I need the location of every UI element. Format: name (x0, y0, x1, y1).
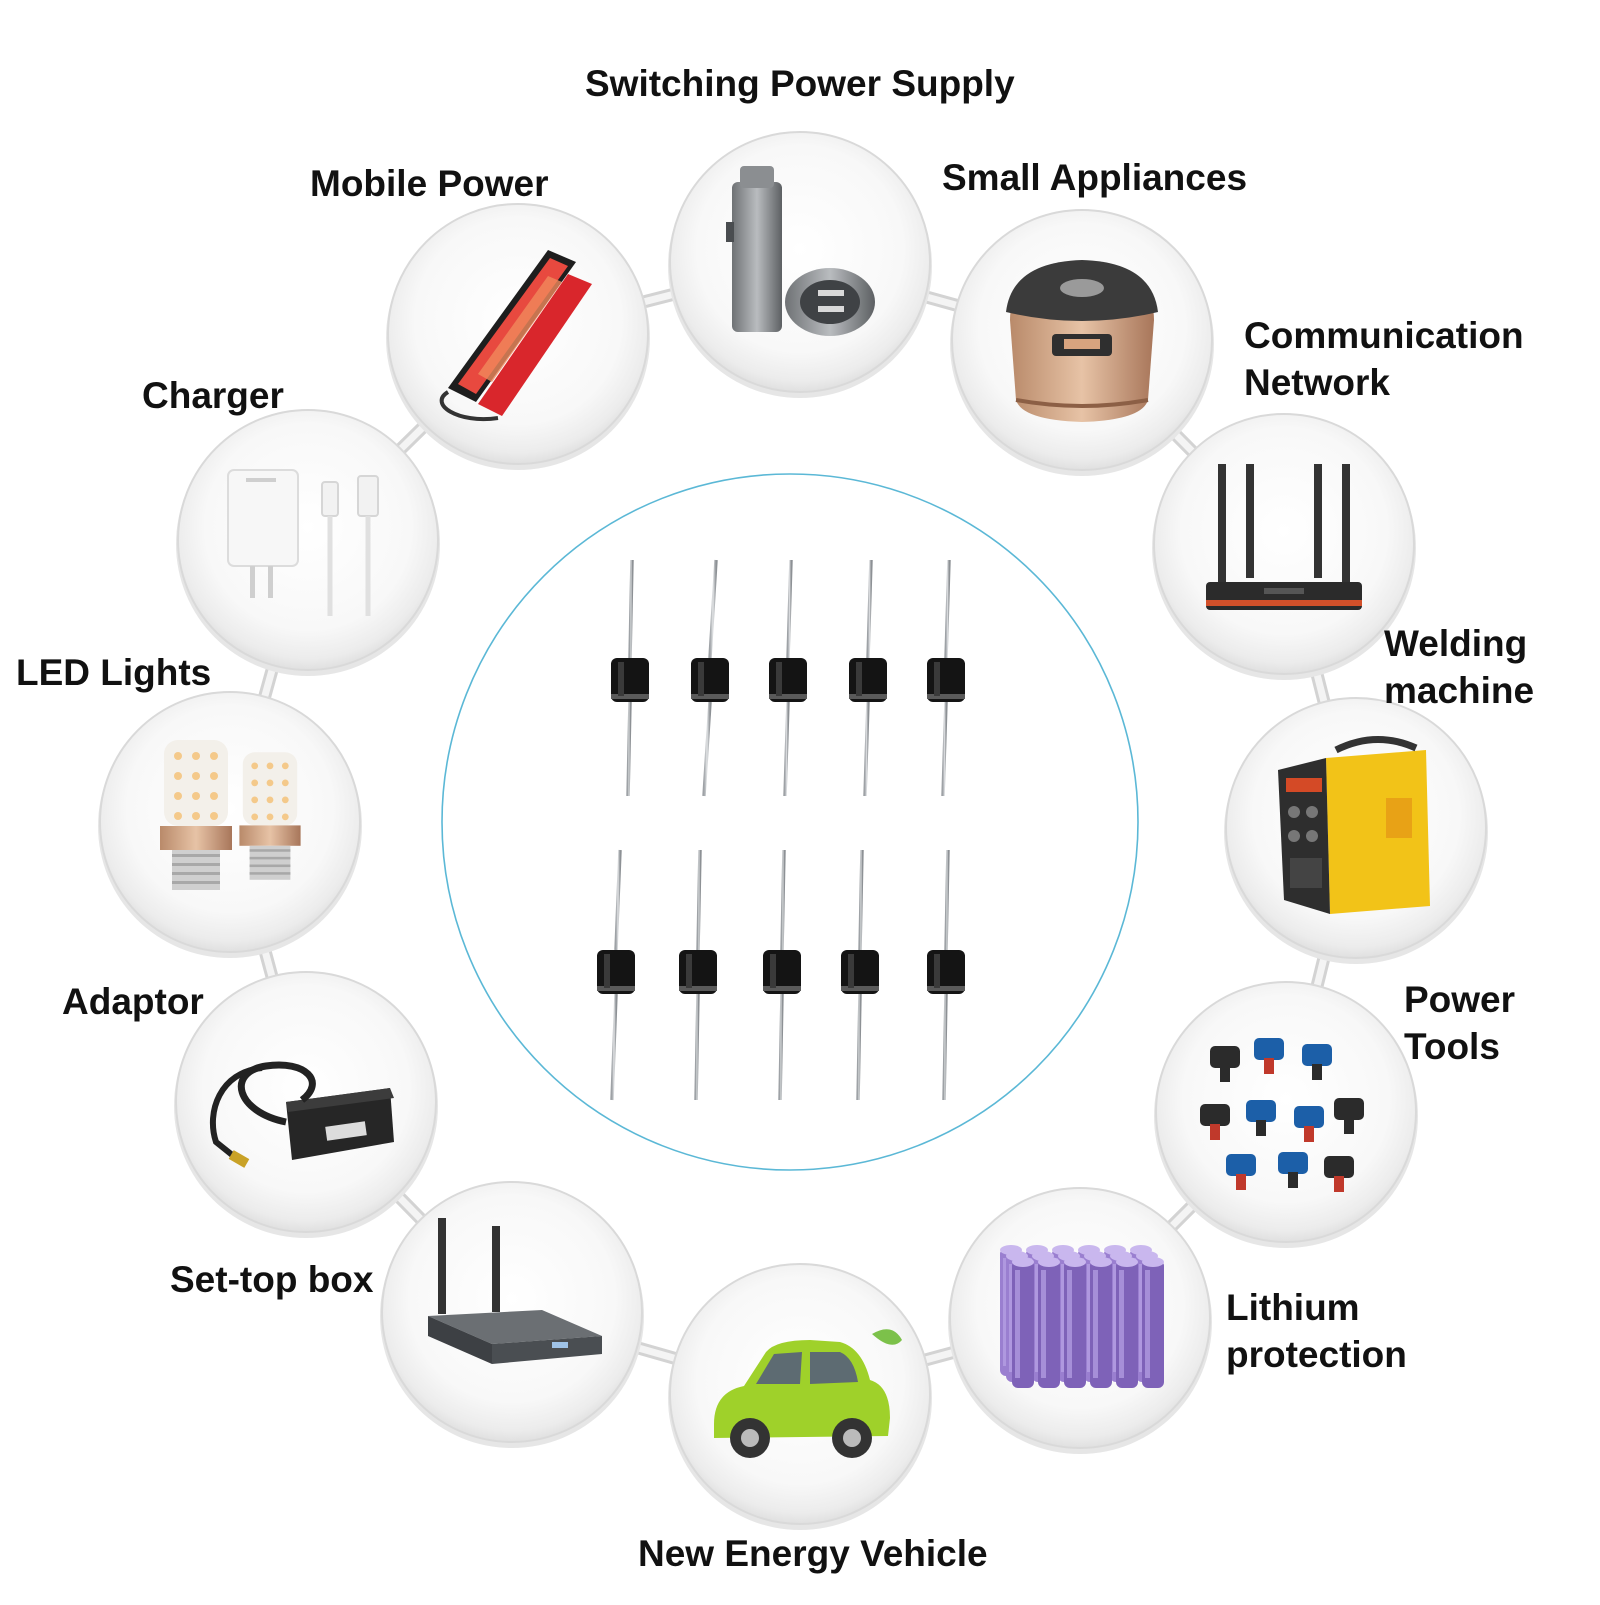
bubble-led-lights (98, 691, 362, 958)
label-line: New Energy Vehicle (638, 1533, 988, 1574)
bubble-mobile-power (386, 203, 650, 470)
bubble-new-energy-vehicle (668, 1263, 932, 1530)
label-small-appliances: Small Appliances (942, 154, 1247, 201)
label-line: Lithium (1226, 1287, 1360, 1328)
label-set-top-box: Set-top box (170, 1256, 373, 1303)
label-line: Mobile Power (310, 163, 549, 204)
bubble-circle (669, 131, 931, 393)
label-line: Adaptor (62, 981, 204, 1022)
label-power-tools: Power Tools (1404, 976, 1515, 1070)
bubble-circle (1153, 413, 1415, 675)
axial-diode-icon (849, 559, 887, 797)
label-new-energy-vehicle: New Energy Vehicle (638, 1530, 988, 1577)
label-line: LED Lights (16, 652, 212, 693)
label-line: Small Appliances (942, 157, 1248, 198)
bubble-circle (177, 409, 439, 671)
bubble-power-tools (1154, 981, 1418, 1248)
router-icon (1206, 464, 1362, 610)
bubble-welding-machine (1224, 697, 1488, 964)
bubble-communication-network (1152, 413, 1416, 680)
label-line: Switching Power Supply (585, 63, 1015, 104)
axial-diode-icon (769, 559, 807, 797)
led-bulb-icon (160, 740, 301, 890)
label-line: Network (1244, 362, 1390, 403)
bubble-charger (176, 409, 440, 676)
car-charger-icon (726, 166, 875, 336)
label-line: Communication (1244, 315, 1524, 356)
electric-car-icon (714, 1329, 902, 1458)
power-tools-icon (1200, 1038, 1364, 1192)
bubble-circle (99, 691, 361, 953)
label-communication-network: Communication Network (1244, 312, 1524, 406)
label-charger: Charger (142, 372, 284, 419)
bubble-set-top-box (380, 1181, 644, 1448)
label-line: Set-top box (170, 1259, 374, 1300)
set-top-box-icon (428, 1218, 602, 1364)
power-bank-icon (439, 250, 592, 422)
power-adapter-icon (209, 1061, 394, 1168)
label-led-lights: LED Lights (16, 649, 211, 696)
label-lithium-protection: Lithium protection (1226, 1284, 1407, 1378)
bubble-adaptor (174, 971, 438, 1238)
bubble-switching-power-supply (668, 131, 932, 398)
axial-diode-icon (679, 849, 717, 1101)
battery-cells-icon (1000, 1245, 1164, 1388)
label-mobile-power: Mobile Power (310, 160, 548, 207)
rice-cooker-icon (1006, 260, 1158, 422)
wall-charger-icon (227, 469, 379, 616)
bubble-circle (1155, 981, 1417, 1243)
label-line: Charger (142, 375, 284, 416)
label-line: Power (1404, 979, 1516, 1020)
axial-diode-icon (691, 559, 729, 797)
axial-diode-icon (611, 559, 649, 797)
axial-diode-icon (763, 849, 801, 1101)
welding-machine-icon (1278, 736, 1430, 914)
axial-diode-icon (927, 559, 965, 797)
label-line: Welding (1384, 623, 1528, 664)
axial-diode-icon (597, 849, 635, 1101)
axial-diode-icon (927, 849, 965, 1101)
label-line: machine (1384, 670, 1535, 711)
label-adaptor: Adaptor (62, 978, 204, 1025)
label-switching-power-supply: Switching Power Supply (585, 60, 1015, 107)
label-line: protection (1226, 1334, 1407, 1375)
bubble-lithium-protection (948, 1187, 1212, 1454)
label-line: Tools (1404, 1026, 1500, 1067)
bubble-small-appliances (950, 209, 1214, 476)
label-welding-machine: Welding machine (1384, 620, 1534, 714)
axial-diode-icon (841, 849, 879, 1101)
